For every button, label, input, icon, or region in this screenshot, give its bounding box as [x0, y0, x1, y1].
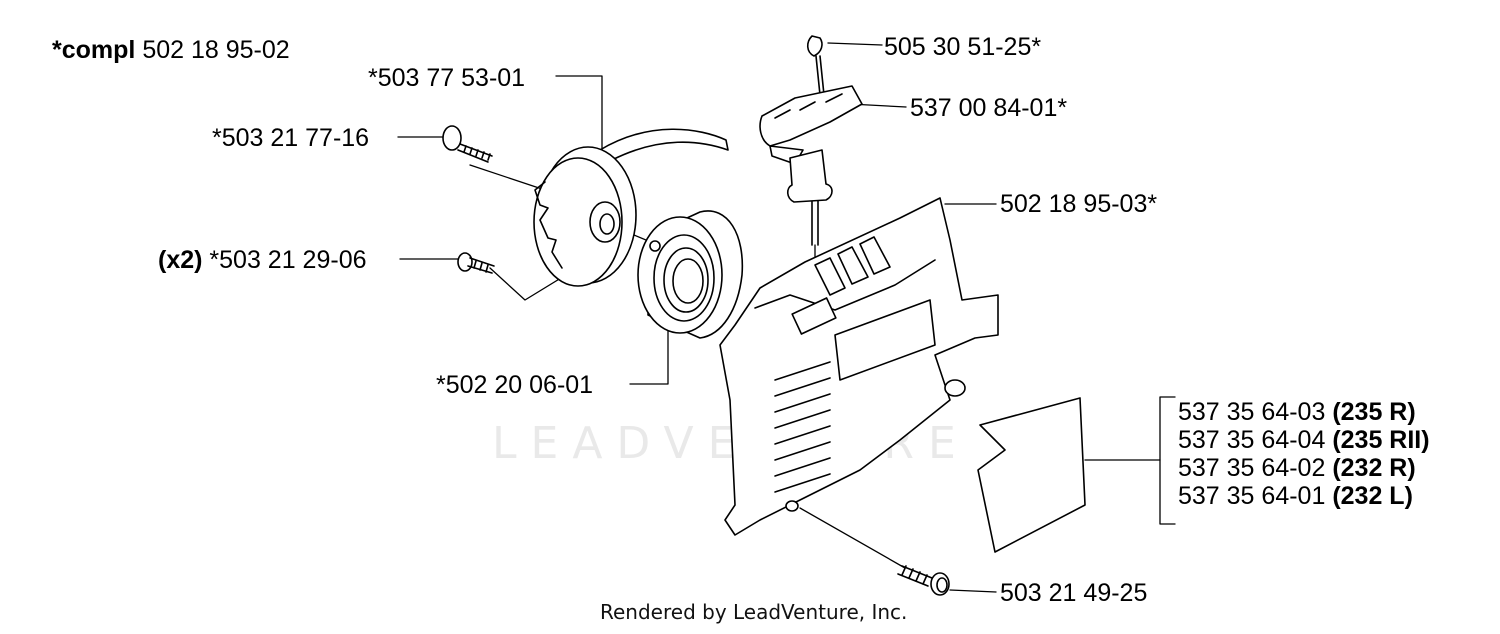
- decal-option: 537 35 64-01 (232 L): [1178, 482, 1430, 510]
- spring-screw-number: *503 21 29-06: [209, 246, 367, 274]
- callout-starter-pulley: *503 77 53-01: [368, 64, 526, 92]
- decal-number: 537 35 64-02: [1178, 454, 1326, 482]
- spring-screw-part: [457, 252, 495, 274]
- starter-pulley-part: [533, 128, 729, 287]
- callout-handle: 537 00 84-01*: [910, 94, 1068, 122]
- compl-number: 502 18 95-02: [142, 36, 290, 64]
- decal-options-list: 537 35 64-03 (235 R) 537 35 64-04 (235 R…: [1178, 398, 1430, 510]
- assembly-number: *compl 502 18 95-02: [52, 36, 290, 64]
- footer-credit: Rendered by LeadVenture, Inc.: [600, 600, 908, 624]
- decal-model: (232 R): [1332, 454, 1416, 482]
- decal-number: 537 35 64-04: [1178, 426, 1326, 454]
- cover-top-vents: [814, 236, 891, 296]
- decal-part: [977, 397, 1086, 553]
- rope-part: [806, 35, 825, 246]
- decal-option: 537 35 64-04 (235 RII): [1178, 426, 1430, 454]
- callout-rope: 505 30 51-25*: [884, 33, 1042, 61]
- decal-model: (235 R): [1332, 398, 1416, 426]
- compl-prefix: *compl: [52, 36, 136, 64]
- decal-number: 537 35 64-01: [1178, 482, 1326, 510]
- decal-option: 537 35 64-02 (232 R): [1178, 454, 1430, 482]
- decal-model: (235 RII): [1332, 426, 1430, 454]
- callout-pulley-screw: *503 21 77-16: [212, 124, 370, 152]
- recoil-spring-part: [637, 210, 744, 339]
- cover-screw-part: [897, 565, 950, 596]
- decal-option: 537 35 64-03 (235 R): [1178, 398, 1430, 426]
- handle-part: [759, 85, 863, 203]
- callout-recoil-spring: *502 20 06-01: [436, 371, 594, 399]
- decal-number: 537 35 64-03: [1178, 398, 1326, 426]
- callout-cover: 502 18 95-03*: [1000, 190, 1158, 218]
- cover-side-vents: [774, 361, 831, 493]
- callout-spring-screw: (x2) *503 21 29-06: [158, 246, 367, 274]
- callout-cover-screw: 503 21 49-25: [1000, 579, 1148, 607]
- quantity-badge: (x2): [158, 246, 203, 274]
- starter-cover-part: [719, 197, 999, 536]
- pulley-screw-part: [442, 125, 493, 163]
- decal-model: (232 L): [1332, 482, 1413, 510]
